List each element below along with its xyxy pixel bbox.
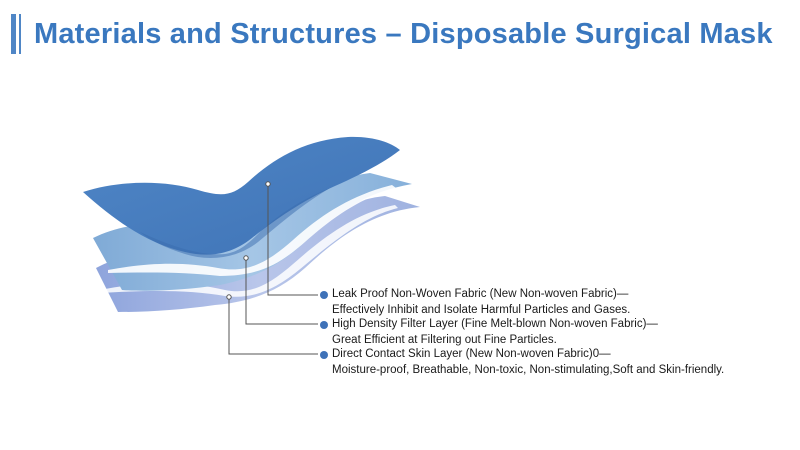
leader-line-middle <box>245 258 318 325</box>
leader-anchor-middle <box>243 255 249 261</box>
bullet-dot <box>320 350 328 359</box>
layer-description: Effectively Inhibit and Isolate Harmful … <box>332 303 631 316</box>
leader-anchor-inner <box>226 294 232 300</box>
layer-label-inner: Direct Contact Skin Layer (New Non-woven… <box>320 347 724 378</box>
layer-label-outer: Leak Proof Non-Woven Fabric (New Non-wov… <box>320 287 630 318</box>
layer-heading: Direct Contact Skin Layer (New Non-woven… <box>332 348 611 360</box>
title-accent-bar-thin <box>19 14 21 54</box>
page-title: Materials and Structures – Disposable Su… <box>34 18 773 50</box>
leader-line-outer <box>267 184 318 296</box>
outer-leakproof-layer <box>83 136 400 255</box>
layer-description: Great Efficient at Filtering out Fine Pa… <box>332 333 557 346</box>
leader-anchors <box>226 181 271 300</box>
middle-layer-edge <box>108 185 396 276</box>
layer-heading: Leak Proof Non-Woven Fabric (New Non-wov… <box>332 288 629 300</box>
layer-heading: High Density Filter Layer (Fine Melt-blo… <box>332 318 658 330</box>
leader-lines <box>228 184 318 355</box>
title-accent-bar <box>11 14 16 54</box>
bullet-dot <box>320 320 328 329</box>
layer-label-middle: High Density Filter Layer (Fine Melt-blo… <box>320 317 658 348</box>
leader-line-inner <box>228 297 318 355</box>
middle-filter-layer <box>93 173 412 291</box>
layer-description: Moisture-proof, Breathable, Non-toxic, N… <box>332 363 725 376</box>
leader-anchor-outer <box>265 181 271 187</box>
bullet-dot <box>320 290 328 299</box>
